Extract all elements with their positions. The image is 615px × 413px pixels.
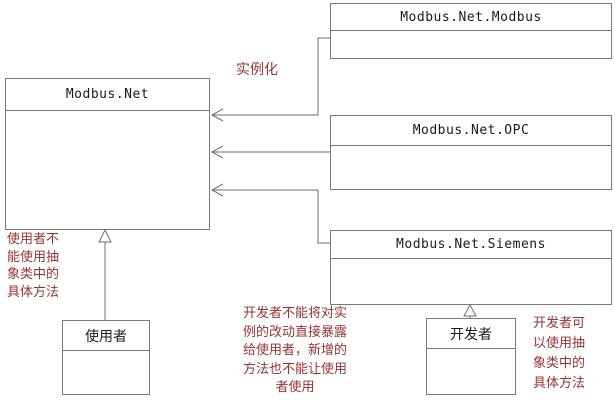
class-title-modbus-net: Modbus.Net <box>6 79 209 111</box>
arrowhead-open-left <box>210 145 224 159</box>
actor-body <box>63 351 149 394</box>
actor-body <box>427 349 515 394</box>
class-box-modbus-net: Modbus.Net <box>5 78 210 230</box>
actor-title-developer: 开发者 <box>427 319 515 349</box>
edge-siemens-to-net <box>212 189 330 244</box>
annotation-developer-ability: 开发者可 以使用抽 象类中的 具体方法 <box>533 316 586 391</box>
actor-box-developer: 开发者 <box>426 318 516 395</box>
class-body <box>331 146 611 189</box>
arrowhead-open-left <box>210 108 224 122</box>
annotation-developer-restriction: 开发者不能将对实 例的改动直接暴露 给使用者，新增的 方法也不能让使用 者使用 <box>242 306 347 395</box>
class-box-modbus-net-siemens: Modbus.Net.Siemens <box>330 230 612 305</box>
class-body <box>331 259 611 304</box>
class-title-modbus-net-siemens: Modbus.Net.Siemens <box>331 231 611 259</box>
class-title-modbus-net-modbus: Modbus.Net.Modbus <box>331 4 611 31</box>
annotation-user-restriction: 使用者不 能使用抽 象类中的 具体方法 <box>7 232 60 300</box>
class-body <box>6 111 209 229</box>
arrowhead-open-left <box>210 183 224 197</box>
arrowhead-hollow-triangle-up <box>98 228 112 243</box>
arrowhead-hollow-triangle-up <box>463 303 477 317</box>
class-box-modbus-net-opc: Modbus.Net.OPC <box>330 115 612 190</box>
edge-label-instantiate: 实例化 <box>236 62 278 78</box>
class-box-modbus-net-modbus: Modbus.Net.Modbus <box>330 3 612 59</box>
class-body <box>331 31 611 58</box>
actor-box-user: 使用者 <box>62 320 150 395</box>
actor-title-user: 使用者 <box>63 321 149 351</box>
class-title-modbus-net-opc: Modbus.Net.OPC <box>331 116 611 146</box>
